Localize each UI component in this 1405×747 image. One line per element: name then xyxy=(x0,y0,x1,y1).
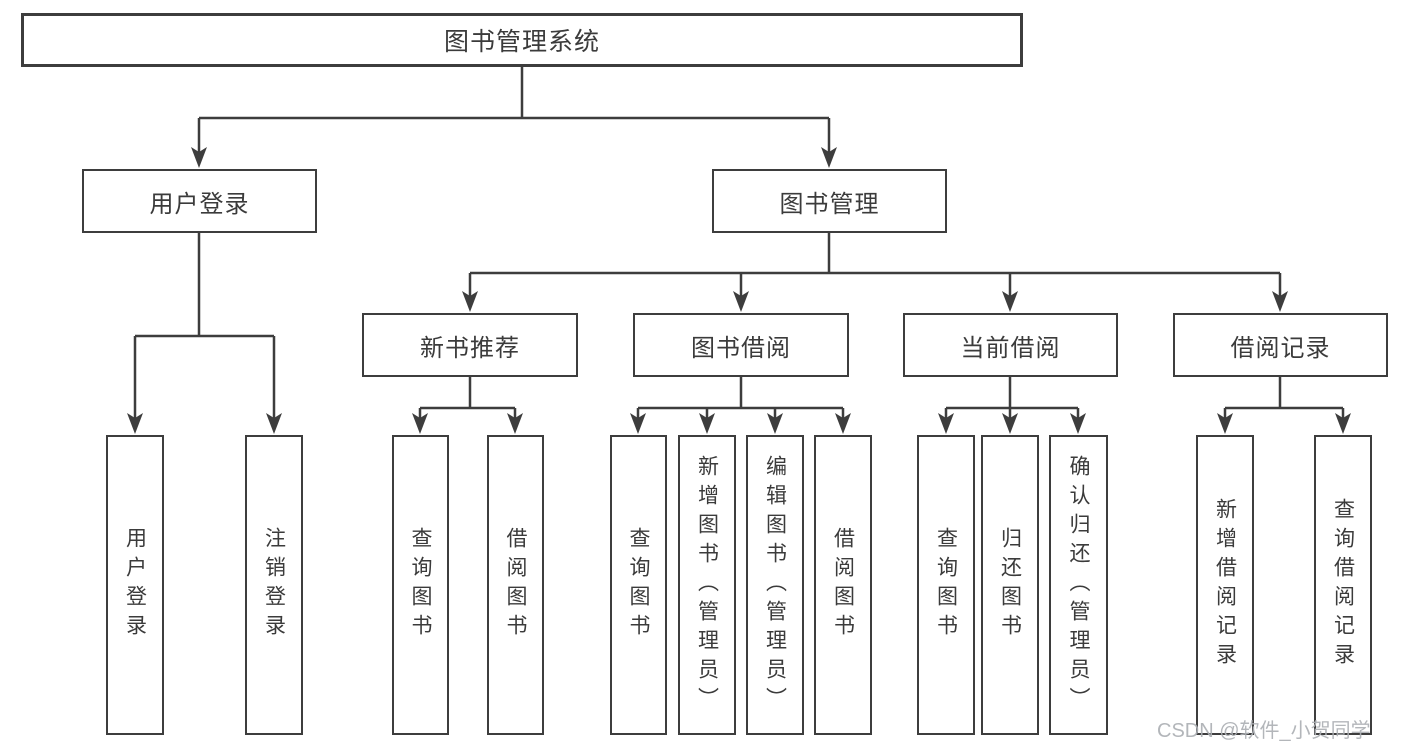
node-leaf-user-login: 用户登录 xyxy=(106,435,164,735)
node-label: 注销登录 xyxy=(262,527,286,643)
arrowhead xyxy=(835,413,851,434)
node-root-system: 图书管理系统 xyxy=(21,13,1023,67)
node-label: 归还图书 xyxy=(998,527,1022,643)
arrowhead xyxy=(767,413,783,434)
arrowhead xyxy=(938,413,954,434)
node-leaf-edit-books-admin: 编辑图书（管理员） xyxy=(746,435,804,735)
arrowhead xyxy=(1002,413,1018,434)
node-label: 图书管理系统 xyxy=(443,28,600,56)
connector-borrowing-records-children xyxy=(1217,377,1351,434)
node-leaf-logout: 注销登录 xyxy=(245,435,303,735)
arrowhead xyxy=(412,413,428,434)
node-label: 图书管理 xyxy=(779,190,880,218)
node-label: 借阅图书 xyxy=(504,527,527,643)
arrowhead xyxy=(699,413,715,434)
csdn-watermark: CSDN @软件_小贺同学 xyxy=(1157,720,1371,742)
node-user-login: 用户登录 xyxy=(82,169,317,233)
node-label: 新书推荐 xyxy=(420,334,520,362)
arrowhead xyxy=(127,413,143,434)
node-leaf-borrow-books: 借阅图书 xyxy=(814,435,872,735)
arrowhead xyxy=(1070,413,1086,434)
node-label: 查询借阅记录 xyxy=(1331,498,1355,672)
node-label: 用户登录 xyxy=(123,527,147,643)
node-new-book-recommendation: 新书推荐 xyxy=(362,313,578,377)
node-leaf-query-books: 查询图书 xyxy=(392,435,449,735)
connector-book-management-children xyxy=(462,233,1288,312)
node-book-borrowing: 图书借阅 xyxy=(633,313,849,377)
arrowhead xyxy=(266,413,282,434)
arrowhead xyxy=(507,413,523,434)
node-book-management: 图书管理 xyxy=(712,169,947,233)
connector-user-login-children xyxy=(127,233,282,434)
node-label: 查询图书 xyxy=(409,527,432,643)
node-leaf-add-borrow-record: 新增借阅记录 xyxy=(1196,435,1254,735)
connector-new-book-recommendation-children xyxy=(412,377,523,434)
node-label: 确认归还（管理员） xyxy=(1067,454,1090,716)
node-label: 编辑图书（管理员） xyxy=(763,454,787,716)
arrowhead xyxy=(191,147,207,168)
node-label: 用户登录 xyxy=(149,190,250,218)
node-label: 查询图书 xyxy=(934,527,958,643)
arrowhead xyxy=(1002,291,1018,312)
node-label: 当前借阅 xyxy=(960,334,1061,362)
arrowhead xyxy=(1335,413,1351,434)
arrowhead xyxy=(821,147,837,168)
node-label: 新增借阅记录 xyxy=(1213,498,1237,672)
node-leaf-add-books-admin: 新增图书（管理员） xyxy=(678,435,736,735)
connector-book-borrowing-children xyxy=(630,377,851,434)
node-label: 查询图书 xyxy=(627,527,650,643)
node-leaf-return-books: 归还图书 xyxy=(981,435,1039,735)
node-leaf-query-books: 查询图书 xyxy=(917,435,975,735)
node-label: 借阅图书 xyxy=(831,527,855,643)
arrowhead xyxy=(462,291,478,312)
node-label: 图书借阅 xyxy=(691,334,791,362)
node-borrowing-records: 借阅记录 xyxy=(1173,313,1388,377)
arrowhead xyxy=(630,413,646,434)
arrowhead xyxy=(1217,413,1233,434)
connector-current-borrowing-children xyxy=(938,377,1086,434)
arrowhead xyxy=(733,291,749,312)
node-leaf-borrow-books: 借阅图书 xyxy=(487,435,544,735)
node-current-borrowing: 当前借阅 xyxy=(903,313,1118,377)
node-leaf-query-borrow-record: 查询借阅记录 xyxy=(1314,435,1372,735)
node-leaf-confirm-return-admin: 确认归还（管理员） xyxy=(1049,435,1108,735)
connector-root-to-level2 xyxy=(191,67,837,168)
node-label: 新增图书（管理员） xyxy=(695,454,719,716)
node-leaf-query-books: 查询图书 xyxy=(610,435,667,735)
node-label: 借阅记录 xyxy=(1230,334,1331,362)
arrowhead xyxy=(1272,291,1288,312)
